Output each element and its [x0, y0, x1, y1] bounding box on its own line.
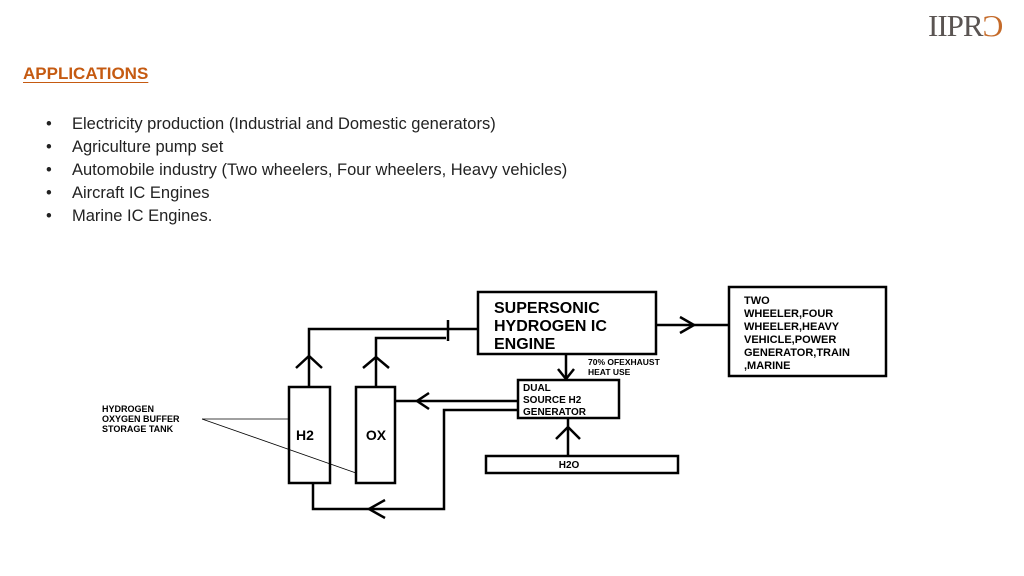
list-item: Electricity production (Industrial and D… [42, 113, 567, 136]
applications-label: TWO WHEELER,FOUR WHEELER,HEAVY VEHICLE,P… [744, 295, 853, 372]
generator-label-line: GENERATOR [523, 407, 587, 418]
exhaust-label-line: HEAT USE [588, 367, 631, 377]
applications-list: Electricity production (Industrial and D… [42, 113, 567, 228]
engine-label: SUPERSONIC HYDROGEN IC ENGINE [494, 300, 611, 353]
engine-label-line: HYDROGEN IC [494, 318, 607, 335]
exhaust-label: 70% OFEXHAUST HEAT USE [588, 357, 662, 377]
applications-label-line: VEHICLE,POWER [744, 334, 836, 346]
engine-label-line: ENGINE [494, 336, 556, 353]
generator-h2-line [311, 408, 518, 511]
applications-box [727, 285, 888, 378]
buffer-label-line: STORAGE TANK [102, 424, 174, 434]
buffer-tank-label: HYDROGEN OXYGEN BUFFER STORAGE TANK [102, 404, 182, 434]
buffer-label-line: HYDROGEN [102, 404, 154, 414]
ox-tank-label: OX [366, 427, 387, 443]
arrow-right-icon [679, 315, 697, 335]
list-item: Automobile industry (Two wheelers, Four … [42, 159, 567, 182]
logo-text: IIPR [928, 8, 984, 43]
applications-label-line: ,MARINE [744, 360, 790, 372]
generator-label-line: DUAL [523, 383, 551, 394]
logo-mark: Ͻ [982, 8, 1004, 43]
water-box [484, 454, 680, 475]
applications-label-line: WHEELER,FOUR [744, 308, 833, 320]
applications-label-line: TWO [744, 295, 770, 307]
pointer-line [201, 418, 357, 474]
applications-label-line: WHEELER,HEAVY [744, 321, 840, 333]
arrow-left-icon [414, 391, 430, 411]
list-item: Aircraft IC Engines [42, 182, 567, 205]
arrow-up-icon [295, 354, 323, 369]
arrow-down-icon [557, 368, 575, 382]
arrow-up-icon [555, 425, 581, 440]
exhaust-label-line: 70% OFEXHAUST [588, 357, 661, 367]
list-item: Marine IC Engines. [42, 205, 567, 228]
generator-label: DUAL SOURCE H2 GENERATOR [523, 383, 587, 418]
engine-label-line: SUPERSONIC [494, 300, 600, 317]
iipr-logo: IIPRϽ [928, 8, 1012, 44]
generator-label-line: SOURCE H2 [523, 395, 582, 406]
arrow-left-icon [366, 498, 386, 520]
buffer-label-line: OXYGEN BUFFER [102, 414, 180, 424]
applications-label-line: GENERATOR,TRAIN [744, 347, 850, 359]
water-label: H2O [559, 460, 580, 471]
ox-supply-line [374, 336, 446, 387]
arrow-up-icon [362, 355, 390, 369]
h2-tank-label: H2 [296, 427, 314, 443]
h2-supply-line [307, 327, 448, 387]
list-item: Agriculture pump set [42, 136, 567, 159]
section-title: APPLICATIONS [23, 64, 149, 83]
